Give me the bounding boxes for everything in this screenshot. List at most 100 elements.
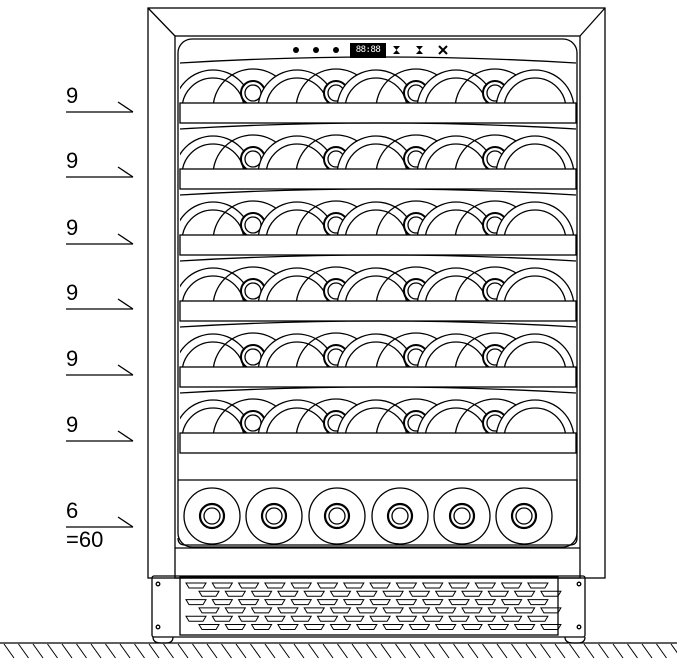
foot [152, 636, 174, 644]
bottle-base-outer [495, 267, 575, 301]
grille-slot [224, 607, 247, 614]
bottle-neck-outer [323, 502, 351, 530]
bottle [180, 333, 253, 367]
floor-hatch [670, 643, 677, 654]
bottle [416, 399, 496, 433]
row-count-label: 9 [66, 148, 79, 173]
grille-slot [448, 582, 470, 589]
grille-slot [277, 607, 299, 614]
bottle-neck-inner [328, 507, 346, 525]
row-count-label: 9 [66, 215, 79, 240]
bottle [257, 135, 337, 169]
floor-hatch [206, 643, 218, 659]
bottles [180, 68, 575, 103]
grille-slot [355, 590, 378, 597]
floor-hatch [496, 643, 508, 659]
bottle-base-outer [257, 333, 337, 367]
bottle-base-inner [181, 341, 245, 367]
grille-slot [185, 582, 207, 589]
bottle-base-inner [344, 275, 408, 301]
grille-slot [316, 582, 339, 589]
bottle-behind [375, 332, 457, 367]
bottle-base-inner [424, 77, 488, 103]
bottle-behind [454, 332, 536, 367]
bottle-base-inner [344, 341, 408, 367]
bottle [495, 333, 575, 367]
floor-hatch [438, 643, 450, 659]
bottle-behind [454, 266, 536, 301]
bottle [212, 134, 294, 169]
grille-slot [527, 599, 549, 606]
shelf-top-arc [179, 122, 577, 130]
floor-hatch [250, 643, 261, 659]
bottle-base [183, 487, 241, 545]
bottle [180, 135, 253, 169]
grille-slot [382, 590, 404, 597]
floor-hatch [18, 643, 29, 659]
screw [576, 624, 582, 630]
grille-slot [264, 582, 286, 589]
grille-slot [237, 599, 260, 606]
total-label: =60 [66, 527, 104, 552]
floor-hatch [612, 643, 624, 659]
bottle [180, 69, 253, 103]
grille-slot [540, 590, 562, 597]
grille-slot [237, 582, 260, 589]
grille-slot [527, 615, 549, 622]
bottle-behind [375, 134, 457, 169]
bottle-base-inner [265, 77, 329, 103]
bottle [336, 267, 416, 301]
grille-slot [395, 615, 418, 622]
bottle-lying [308, 487, 366, 545]
bottle-base-outer [180, 267, 253, 301]
fan-icon [333, 47, 339, 53]
bottle-base-outer [180, 399, 253, 433]
label-leader [66, 166, 134, 178]
grille-slot [434, 607, 457, 614]
row-count-label: 9 [66, 280, 79, 305]
grille-slot [290, 599, 313, 606]
bottle-behind [295, 68, 377, 103]
grille-slot [211, 599, 234, 606]
temp-down-icon [416, 46, 423, 54]
grille-slot [277, 624, 299, 630]
grille-slot [540, 607, 562, 614]
bottom-zone [177, 479, 578, 546]
grille-slot [448, 599, 470, 606]
shelf-bar [179, 234, 577, 256]
bottle [495, 399, 575, 433]
bevel-line [147, 7, 176, 37]
floor-hatch [598, 643, 609, 659]
floor-hatch [293, 643, 305, 659]
bottle [416, 69, 496, 103]
bottle-base-inner [503, 77, 567, 103]
bottle-neck-inner [265, 507, 283, 525]
bottle-neck-outer [198, 502, 226, 530]
bottle-base-inner [181, 407, 245, 433]
bottles [180, 200, 575, 235]
grille-slot [382, 607, 404, 614]
floor-hatch [641, 643, 653, 659]
floor-hatch [467, 643, 479, 659]
bottle-base-outer [257, 69, 337, 103]
grille-slot [250, 607, 273, 614]
bottle-behind [212, 332, 294, 367]
bottle [336, 333, 416, 367]
bottle [416, 267, 496, 301]
bottle-lying [433, 487, 491, 545]
grille-slot [540, 624, 562, 630]
grille-slot [211, 582, 234, 589]
floor-hatch [163, 643, 174, 659]
bottle [257, 333, 337, 367]
bottle-base-inner [424, 275, 488, 301]
floor-hatch [366, 643, 377, 659]
bottle-behind [454, 68, 536, 103]
bottle-base-outer [495, 399, 575, 433]
bottle-base-outer [416, 201, 496, 235]
label-leader [66, 101, 134, 113]
bottle-base [433, 487, 491, 545]
bottle-neck-outer [386, 502, 414, 530]
floor-hatch [279, 643, 290, 659]
bottle-behind [295, 134, 377, 169]
bottle-base-outer [257, 267, 337, 301]
